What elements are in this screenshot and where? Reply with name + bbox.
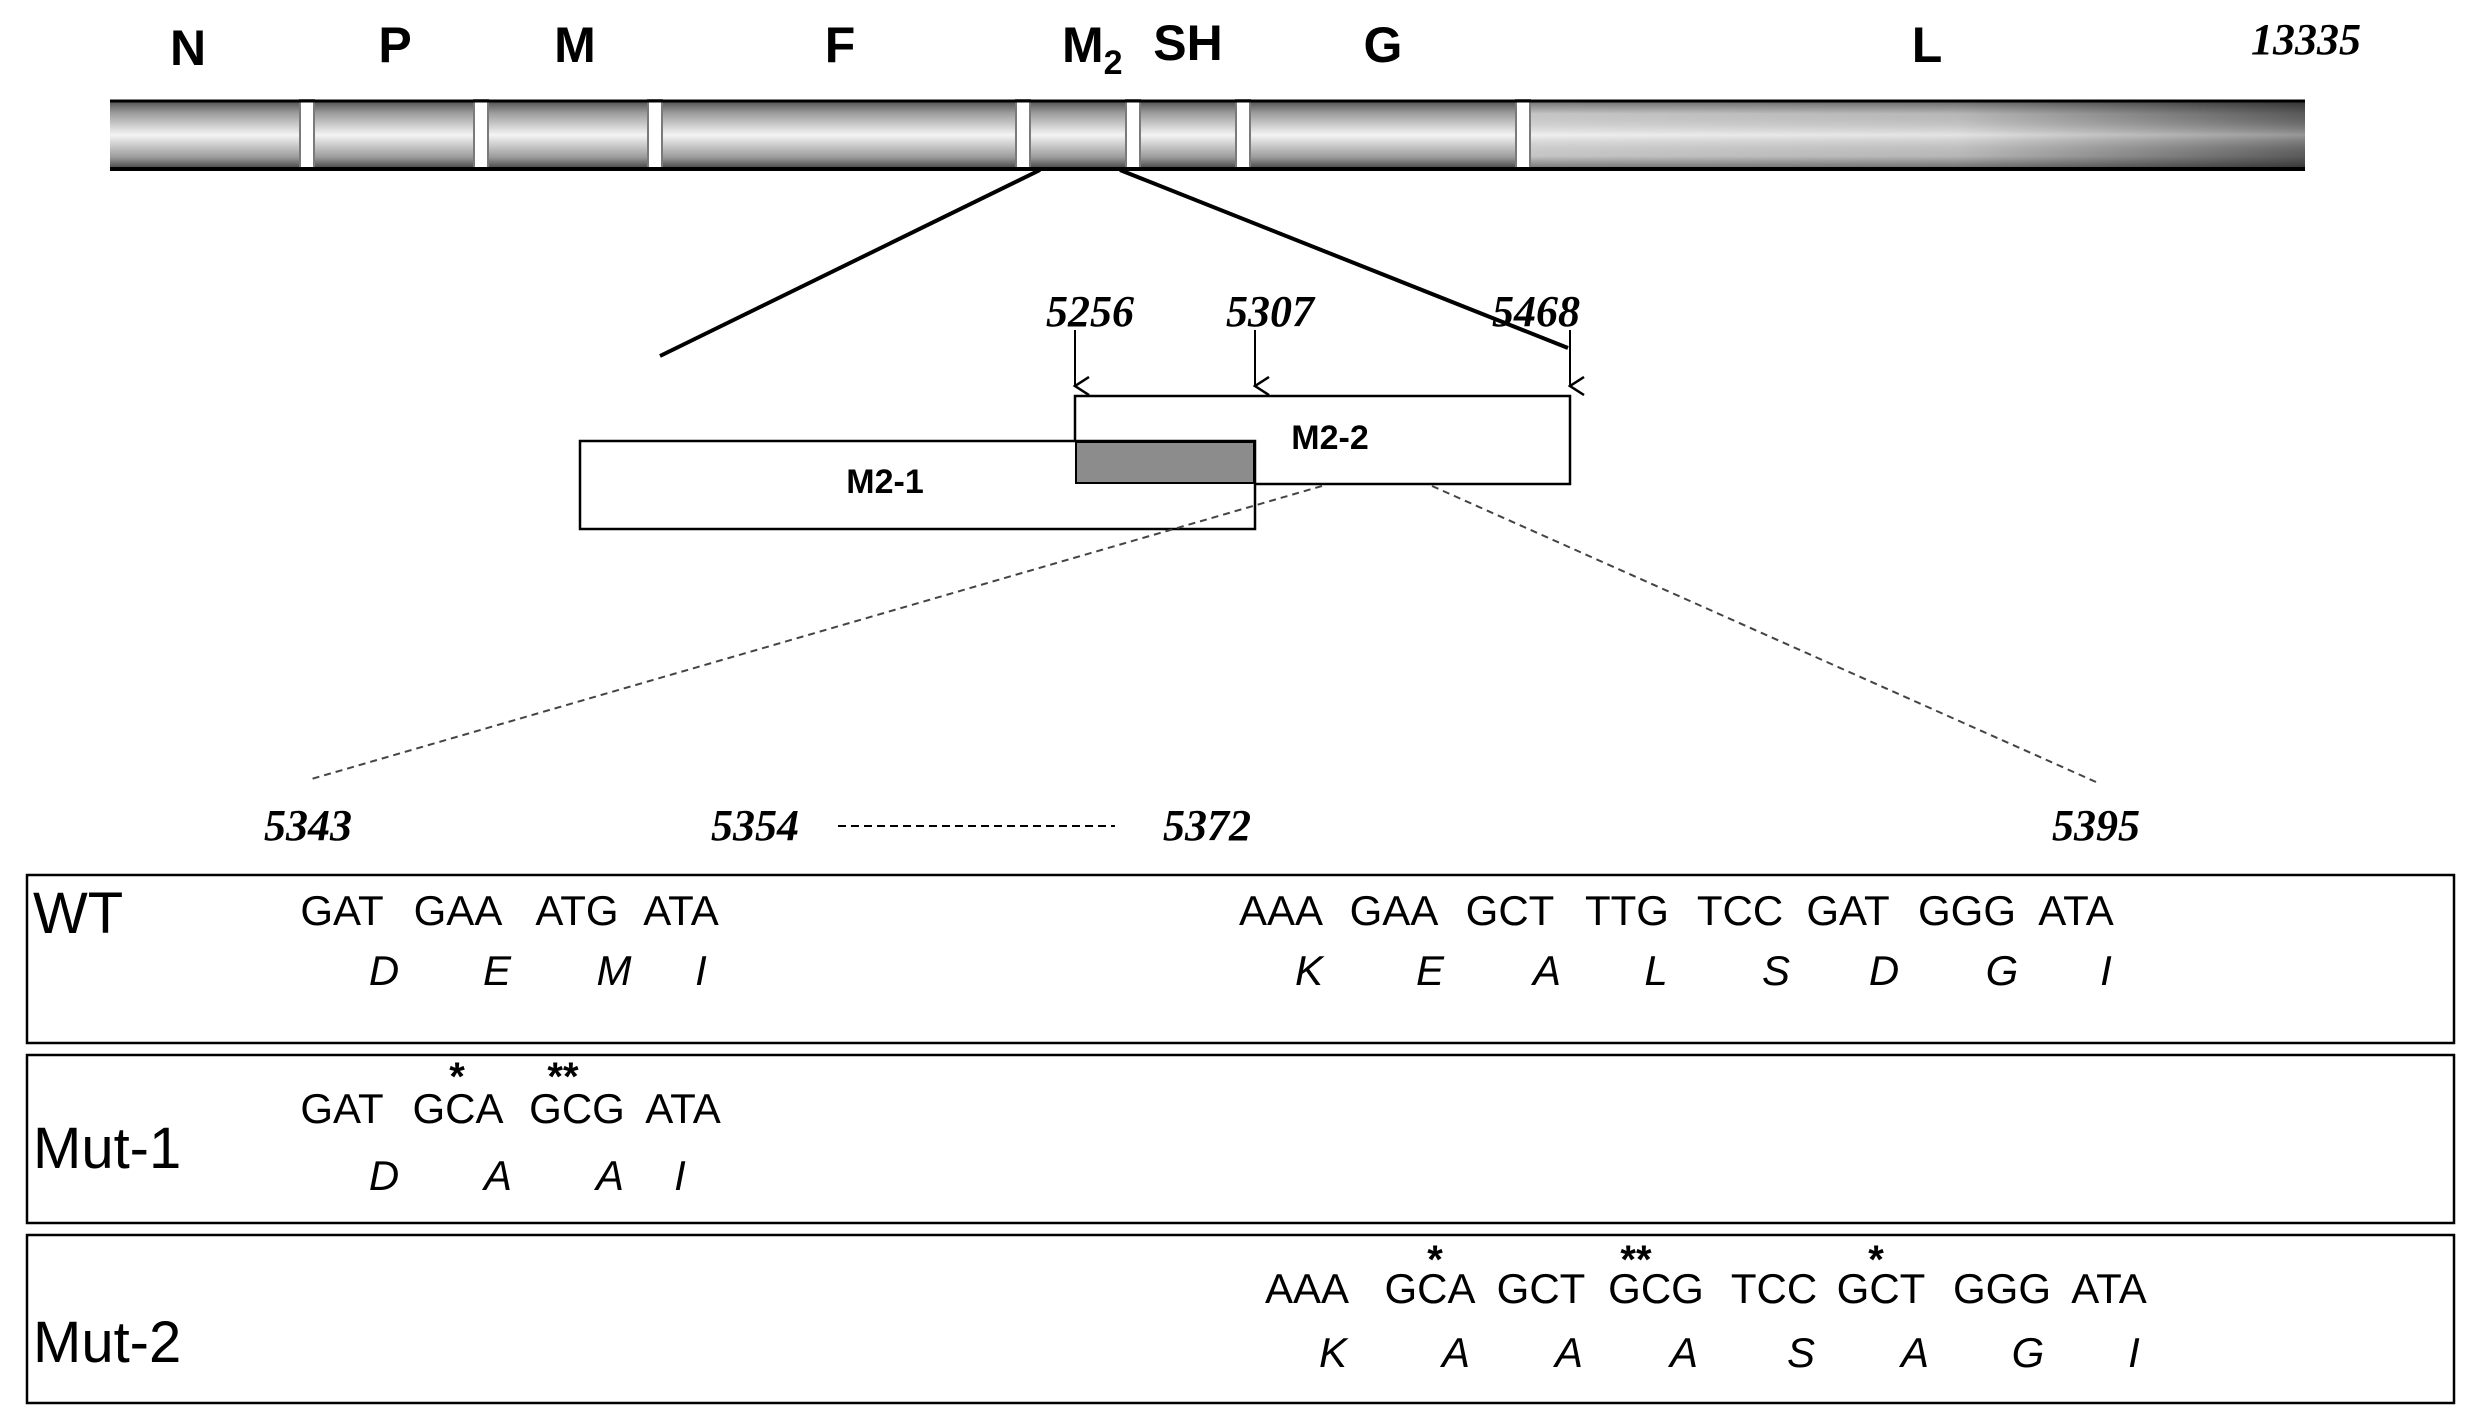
codon: AAA xyxy=(1265,1265,1349,1312)
position-5256: 5256 xyxy=(1046,287,1134,336)
gene-label-m: M xyxy=(554,17,596,73)
mut-1-row-box xyxy=(25,1053,2456,1225)
mutation-marker: * xyxy=(1427,1238,1443,1282)
codon: GGG xyxy=(1918,887,2016,934)
genome-map: N P M F M2 SH G L 13335 xyxy=(110,15,2361,171)
gene-label-l: L xyxy=(1912,17,1943,73)
amino-acid: K xyxy=(1319,1329,1349,1376)
codon: GCA xyxy=(412,1085,503,1132)
position-5395: 5395 xyxy=(2052,801,2140,850)
position-5354: 5354 xyxy=(711,801,799,850)
codon: ATA xyxy=(643,887,718,934)
gene-label-sh: SH xyxy=(1153,15,1222,71)
gene-boundaries xyxy=(299,99,1531,171)
codon: AAA xyxy=(1239,887,1323,934)
codon: TTG xyxy=(1585,887,1669,934)
codon: GGG xyxy=(1953,1265,2051,1312)
mutation-marker: ** xyxy=(547,1055,579,1099)
mutation-marker: * xyxy=(449,1055,465,1099)
amino-acid: K xyxy=(1295,947,1325,994)
codon: TCC xyxy=(1731,1265,1817,1312)
amino-acid: D xyxy=(369,1152,399,1199)
orf-overlap xyxy=(1075,441,1255,484)
gene-label-n: N xyxy=(170,20,206,76)
codon: GCT xyxy=(1466,887,1555,934)
amino-acid: I xyxy=(674,1152,686,1199)
m2-1-label: M2-1 xyxy=(846,463,923,501)
amino-acid: A xyxy=(1552,1329,1583,1376)
codon: ATA xyxy=(2038,887,2113,934)
codon: ATG xyxy=(535,887,618,934)
amino-acid: L xyxy=(1644,947,1667,994)
amino-acid: A xyxy=(593,1152,624,1199)
codon: ATA xyxy=(645,1085,720,1132)
codon: ATA xyxy=(2071,1265,2146,1312)
region-coordinates: 5343 5354 5372 5395 xyxy=(264,801,2140,850)
position-5372: 5372 xyxy=(1163,801,1251,850)
codon: GAT xyxy=(1806,887,1889,934)
codon: GCA xyxy=(1384,1265,1475,1312)
codon: TCC xyxy=(1697,887,1783,934)
position-5343: 5343 xyxy=(264,801,352,850)
amino-acid: E xyxy=(1416,947,1445,994)
codon: GAA xyxy=(1350,887,1439,934)
mut-1-label: Mut-1 xyxy=(33,1116,181,1181)
amino-acid: M xyxy=(597,947,632,994)
codon: GCG xyxy=(529,1085,625,1132)
codon: GAT xyxy=(300,887,383,934)
dashed-zoom-line-right xyxy=(1431,485,2097,783)
codon: GCG xyxy=(1608,1265,1704,1312)
position-5307: 5307 xyxy=(1226,287,1316,336)
m2-2-label: M2-2 xyxy=(1291,419,1368,457)
amino-acid: E xyxy=(483,947,512,994)
codon: GAA xyxy=(414,887,503,934)
amino-acid: A xyxy=(1530,947,1561,994)
genome-length-label: 13335 xyxy=(2251,15,2361,64)
amino-acid: G xyxy=(1986,947,2019,994)
codon: GAT xyxy=(300,1085,383,1132)
wt-row-box xyxy=(25,873,2456,1045)
amino-acid: D xyxy=(369,947,399,994)
amino-acid: A xyxy=(1439,1329,1470,1376)
wt-label: WT xyxy=(33,881,123,946)
amino-acid: A xyxy=(1898,1329,1929,1376)
codon: GCT xyxy=(1497,1265,1586,1312)
zoom-line-right xyxy=(1119,168,1569,350)
amino-acid: D xyxy=(1869,947,1899,994)
dashed-zoom-line-left xyxy=(307,485,1323,781)
position-5468: 5468 xyxy=(1492,287,1580,336)
gene-label-m2: M2 xyxy=(1062,17,1123,82)
gene-label-f: F xyxy=(825,17,856,73)
gene-label-p: P xyxy=(378,17,411,73)
zoom-line-left xyxy=(659,168,1041,358)
amino-acid: I xyxy=(2100,947,2112,994)
mutation-marker: * xyxy=(1868,1238,1884,1282)
mutation-marker: ** xyxy=(1620,1238,1652,1282)
amino-acid: G xyxy=(2012,1329,2045,1376)
codon: GCT xyxy=(1837,1265,1926,1312)
gene-label-g: G xyxy=(1364,17,1403,73)
amino-acid: I xyxy=(695,947,707,994)
amino-acid: I xyxy=(2128,1329,2140,1376)
m2-zoom: 5256 5307 5468 M2-2 M2-1 xyxy=(578,287,1580,531)
amino-acid: A xyxy=(481,1152,512,1199)
mut-2-label: Mut-2 xyxy=(33,1310,181,1375)
amino-acid: S xyxy=(1787,1329,1815,1376)
amino-acid: A xyxy=(1667,1329,1698,1376)
amino-acid: S xyxy=(1762,947,1790,994)
mut-2-row-box xyxy=(25,1233,2456,1405)
